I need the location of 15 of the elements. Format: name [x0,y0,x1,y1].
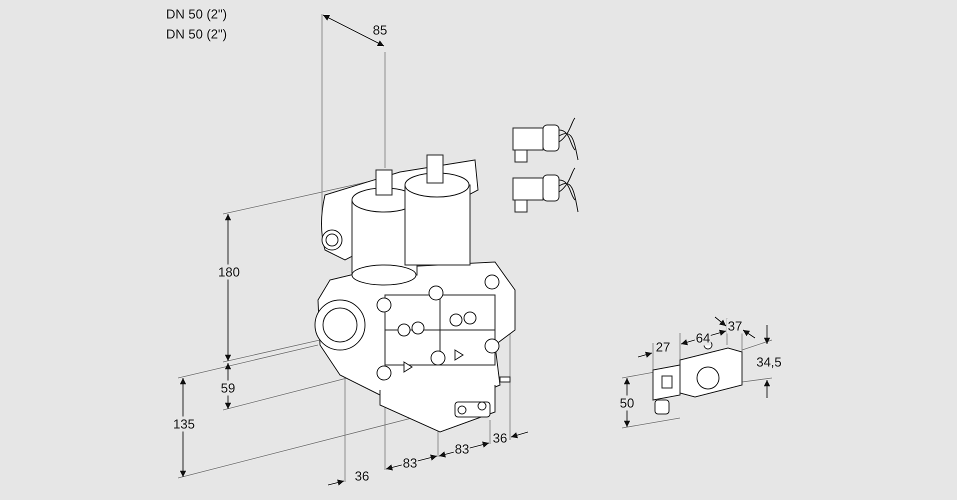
dimension-label: 85 [372,22,388,38]
dimension-label: 50 [618,396,636,410]
dimension-label: 36 [354,468,370,484]
size-label: DN 50 (2") [165,6,228,22]
dimension-label: 83 [402,456,418,470]
dimension-label: 34,5 [755,354,783,370]
dimension-label: 59 [220,380,236,396]
dimension-label: 135 [172,416,196,432]
dimension-label: 27 [654,340,672,354]
dimension-label: 64 [694,330,712,346]
size-label: DN 50 (2") [165,26,228,42]
dimension-label: 37 [726,318,744,334]
dimension-label: 83 [454,442,470,456]
dimension-label: 36 [492,430,508,446]
dimension-label: 180 [217,264,241,280]
